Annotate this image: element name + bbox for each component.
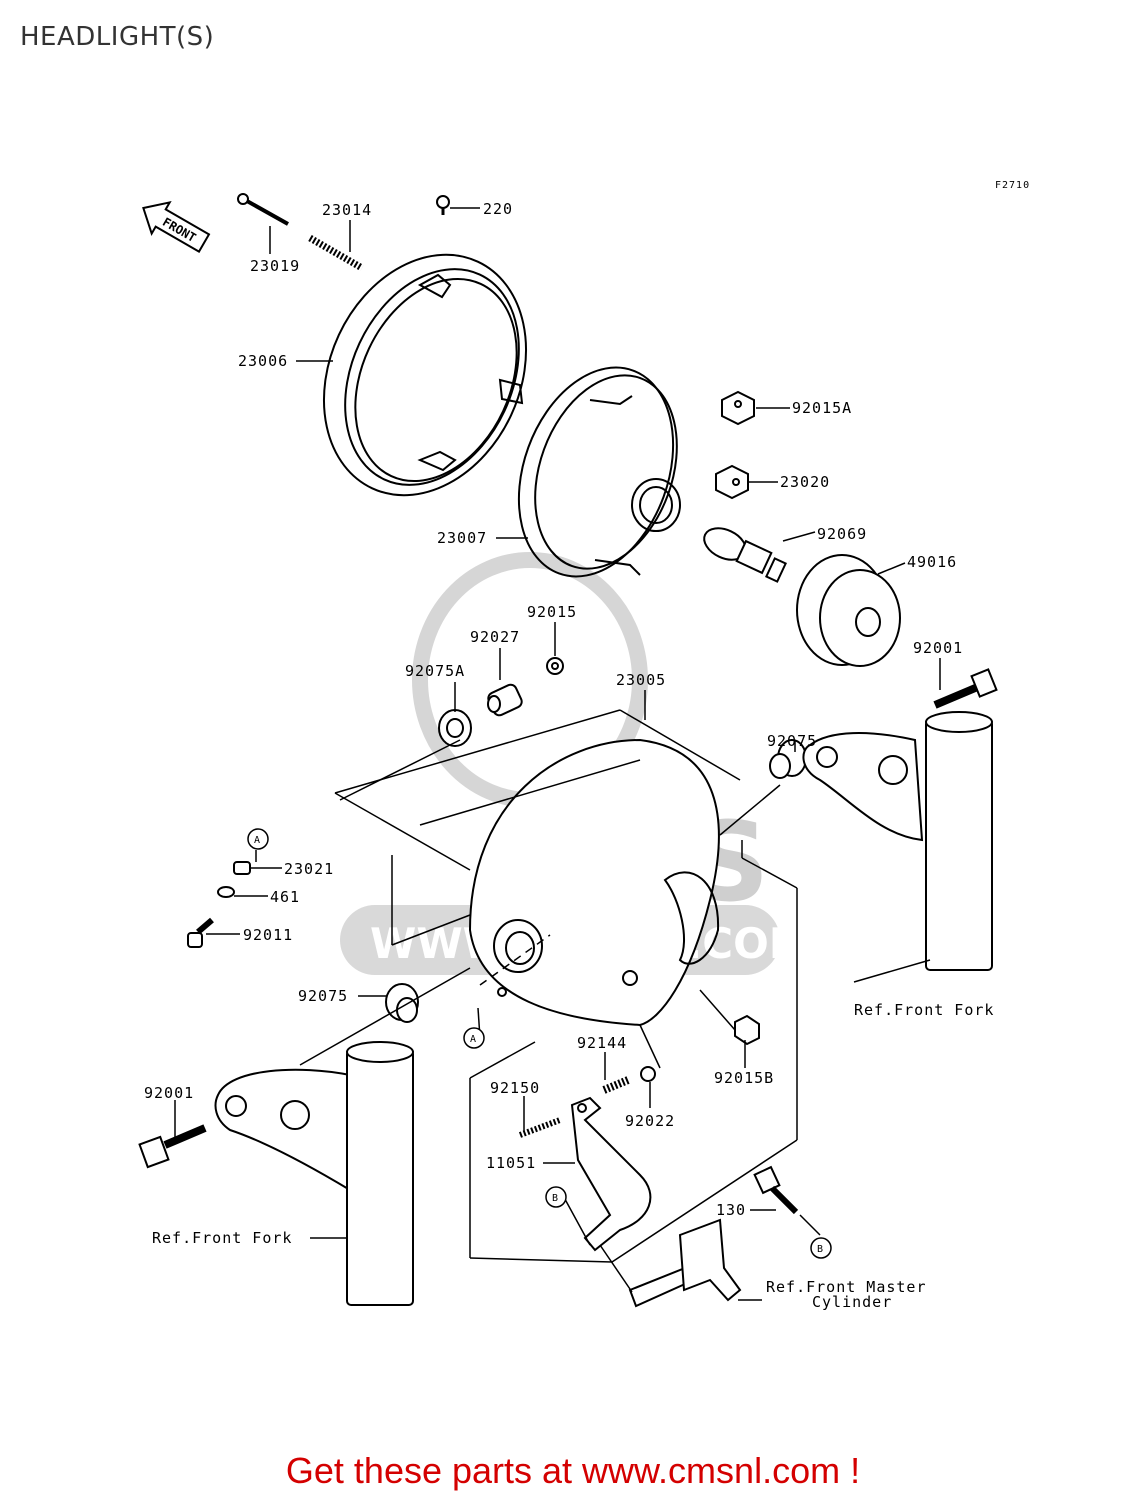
- housing-23007-icon: [517, 366, 681, 578]
- fork-left-icon: [346, 1041, 414, 1306]
- part-label: 92011: [243, 926, 293, 944]
- part-label: 92075A: [405, 662, 465, 680]
- grommet-92075-left-icon: [385, 983, 419, 1023]
- part-label: 220: [483, 200, 513, 218]
- callout-b-right-label: B: [817, 1244, 824, 1255]
- part-label: 23005: [616, 671, 666, 689]
- part-label: 92001: [913, 639, 963, 657]
- part-label: 461: [270, 888, 300, 906]
- part-label: 92150: [490, 1079, 540, 1097]
- nut-92015-icon: [546, 657, 564, 675]
- part-label: 92075: [767, 732, 817, 750]
- part-label: 23014: [322, 201, 372, 219]
- callout-b-left: B: [545, 1186, 567, 1208]
- bracket-master-cylinder-icon: [628, 1218, 742, 1308]
- part-label: 23021: [284, 860, 334, 878]
- grommet-92075a-icon: [438, 709, 472, 747]
- promo-banner[interactable]: Get these parts at www.cmsnl.com !: [0, 1450, 1146, 1492]
- part-label: 92027: [470, 628, 520, 646]
- spring-23014-icon: [308, 234, 364, 272]
- callout-b-right: B: [810, 1237, 832, 1259]
- ref-front-fork-left: Ref.Front Fork: [152, 1229, 292, 1247]
- cap-49016-icon: [796, 554, 901, 667]
- part-label: 92015A: [792, 399, 852, 417]
- rim-23006-icon: [322, 253, 528, 497]
- callout-a-top: A: [247, 828, 269, 850]
- part-label: 23007: [437, 529, 487, 547]
- callout-b-left-label: B: [552, 1193, 559, 1204]
- bracket-left-icon: [214, 1068, 351, 1192]
- bolt-92011-icon: [187, 917, 214, 948]
- screw-92150-icon: [518, 1117, 562, 1138]
- screw-23019-icon: [237, 193, 289, 226]
- page-title: HEADLIGHT(S): [20, 22, 215, 52]
- bracket-right-icon: [802, 732, 924, 842]
- part-label: 23006: [238, 352, 288, 370]
- nut-23021-icon: [233, 861, 251, 875]
- bolt-92001-left-icon: [138, 1124, 207, 1169]
- screw-92144-icon: [602, 1076, 630, 1094]
- housing-23005-icon: [468, 738, 720, 1027]
- washer-461-icon: [217, 886, 235, 898]
- bolt-130-icon: [753, 1165, 799, 1215]
- nut-92015b-icon: [734, 1014, 760, 1046]
- leader-lines: [174, 207, 941, 1301]
- part-label: 92015B: [714, 1069, 774, 1087]
- promo-link[interactable]: Get these parts at www.cmsnl.com !: [285, 1450, 861, 1491]
- callout-a-top-label: A: [254, 835, 261, 846]
- callout-a-bottom: A: [463, 1027, 485, 1049]
- reference-labels: Ref.Front Fork Ref.Front Fork Ref.Front …: [152, 1001, 994, 1311]
- screw-220-icon: [436, 195, 450, 215]
- bulb-92069-icon: [703, 527, 787, 583]
- bolt-92001-right-icon: [933, 668, 998, 709]
- part-label: 23019: [250, 257, 300, 275]
- nut-23020-icon: [715, 464, 749, 500]
- figure-id: F2710: [995, 180, 1030, 191]
- part-label: 49016: [907, 553, 957, 571]
- part-label: 92075: [298, 987, 348, 1005]
- fork-right-icon: [925, 711, 993, 971]
- part-label: 92069: [817, 525, 867, 543]
- part-label: 92001: [144, 1084, 194, 1102]
- front-arrow-icon: FRONT: [142, 200, 211, 254]
- nut-92015a-icon: [721, 390, 755, 426]
- part-label: 130: [716, 1201, 746, 1219]
- part-label: 92144: [577, 1034, 627, 1052]
- ref-front-fork-right: Ref.Front Fork: [854, 1001, 994, 1019]
- ref-master-cylinder-line1: Ref.Front Master: [766, 1278, 927, 1296]
- ref-master-cylinder-line2: Cylinder: [812, 1293, 892, 1311]
- callout-a-bottom-label: A: [470, 1034, 477, 1045]
- part-label: 92022: [625, 1112, 675, 1130]
- part-label: 23020: [780, 473, 830, 491]
- nut-92022-icon: [640, 1066, 656, 1082]
- part-label: 11051: [486, 1154, 536, 1172]
- part-labels: 23019 23014 220 23006 92015A 23020 23007…: [144, 200, 963, 1219]
- part-label: 92015: [527, 603, 577, 621]
- collar-92027-icon: [487, 683, 523, 717]
